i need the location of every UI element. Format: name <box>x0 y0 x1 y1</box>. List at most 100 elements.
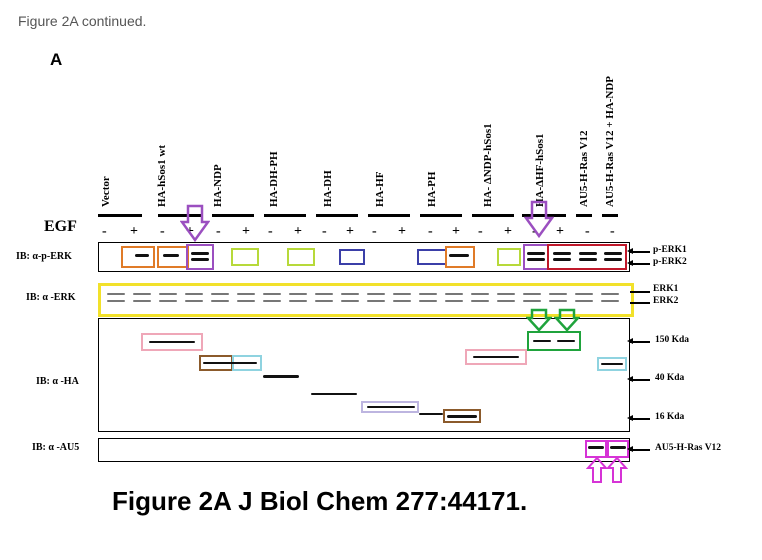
lane-label: HA-ΔHF-hSos1 <box>534 133 546 207</box>
label-16kda: 16 Kda <box>655 412 685 422</box>
label-perk2: p-ERK2 <box>653 257 687 267</box>
lane-label: AU5-H-Ras V12 + HA-NDP <box>604 75 616 207</box>
pointer-line <box>630 418 650 420</box>
band <box>149 341 195 343</box>
band <box>341 293 359 295</box>
lane-bar <box>576 214 592 217</box>
label-erk2: ERK2 <box>653 296 679 306</box>
figure-caption-bottom: Figure 2A J Biol Chem 277:44171. <box>112 486 528 516</box>
band <box>367 406 415 408</box>
egf-sign: + <box>504 224 512 239</box>
highlight-box <box>497 248 521 266</box>
band <box>473 356 519 358</box>
egf-sign: - <box>372 224 377 239</box>
lane-bar <box>212 214 254 217</box>
arrow-down-icon <box>524 200 554 239</box>
band <box>601 363 623 365</box>
band <box>445 300 463 302</box>
egf-sign: - <box>585 224 590 239</box>
band <box>604 252 622 255</box>
lane-label-wrap: HA- ΔNDP-hSos1 <box>482 123 495 207</box>
band <box>575 293 593 295</box>
egf-sign: - <box>322 224 327 239</box>
band <box>191 252 209 255</box>
band <box>447 415 477 418</box>
band <box>523 300 541 302</box>
blot-erk <box>98 283 634 317</box>
band <box>497 300 515 302</box>
egf-sign: + <box>242 224 250 239</box>
band <box>163 254 179 257</box>
egf-sign: - <box>428 224 433 239</box>
band <box>419 293 437 295</box>
lane-bar <box>264 214 306 217</box>
egf-sign: + <box>398 224 406 239</box>
lane-label: HA-HF <box>374 171 386 207</box>
highlight-box <box>465 349 527 365</box>
lane-bar <box>522 214 566 217</box>
band <box>185 300 203 302</box>
band <box>553 252 571 255</box>
band <box>549 293 567 295</box>
pointer-line <box>630 341 650 343</box>
band <box>610 446 626 449</box>
band <box>185 293 203 295</box>
egf-sign: - <box>478 224 483 239</box>
lane-label-wrap: HA-hSos1 wt <box>156 145 169 207</box>
blot-perk <box>98 242 630 272</box>
arrowhead-icon <box>627 338 633 344</box>
band <box>553 258 571 261</box>
lane-label-wrap: AU5-H-Ras V12 <box>578 131 591 208</box>
band <box>107 300 125 302</box>
lane-label: HA-DH <box>322 170 334 207</box>
label-perk1: p-ERK1 <box>653 245 687 255</box>
highlight-box <box>523 244 549 270</box>
band <box>315 293 333 295</box>
egf-sign: - <box>216 224 221 239</box>
lane-label-wrap: HA-NDP <box>212 164 225 207</box>
blot-au5 <box>98 438 630 462</box>
band <box>393 300 411 302</box>
band <box>419 413 443 415</box>
lane-label-wrap: HA-PH <box>426 172 439 207</box>
lane-label: Vector <box>100 176 112 207</box>
label-au5-ras: AU5-H-Ras V12 <box>655 443 722 453</box>
band <box>237 293 255 295</box>
label-150kda: 150 Kda <box>655 335 690 345</box>
band <box>289 300 307 302</box>
band <box>393 293 411 295</box>
egf-sign: + <box>556 224 564 239</box>
highlight-box <box>361 401 419 413</box>
blot-ha <box>98 318 630 432</box>
band <box>557 340 575 342</box>
band <box>133 293 151 295</box>
highlight-box <box>547 244 627 270</box>
highlight-box <box>443 409 481 423</box>
band <box>263 293 281 295</box>
arrow-down-icon <box>180 204 210 243</box>
band <box>601 293 619 295</box>
highlight-box <box>141 333 203 351</box>
band <box>135 254 149 257</box>
band <box>471 300 489 302</box>
arrowhead-icon <box>627 415 633 421</box>
egf-sign: + <box>130 224 138 239</box>
band <box>289 293 307 295</box>
row-label-ha: IB: α -HA <box>36 376 79 387</box>
egf-sign: - <box>160 224 165 239</box>
pointer-line <box>630 302 650 304</box>
lane-label-wrap: HA-HF <box>374 172 387 207</box>
band <box>211 293 229 295</box>
row-label-perk: IB: α-p-ERK <box>16 251 72 262</box>
lane-bar <box>98 214 142 217</box>
lane-label: HA-NDP <box>212 164 224 207</box>
pointer-line <box>630 449 650 451</box>
lane-bar <box>420 214 462 217</box>
band <box>449 254 469 257</box>
figure-caption-top: Figure 2A continued. <box>18 13 147 29</box>
highlight-box <box>157 246 189 268</box>
band <box>419 300 437 302</box>
highlight-box <box>287 248 315 266</box>
arrow-up-icon <box>586 456 608 483</box>
